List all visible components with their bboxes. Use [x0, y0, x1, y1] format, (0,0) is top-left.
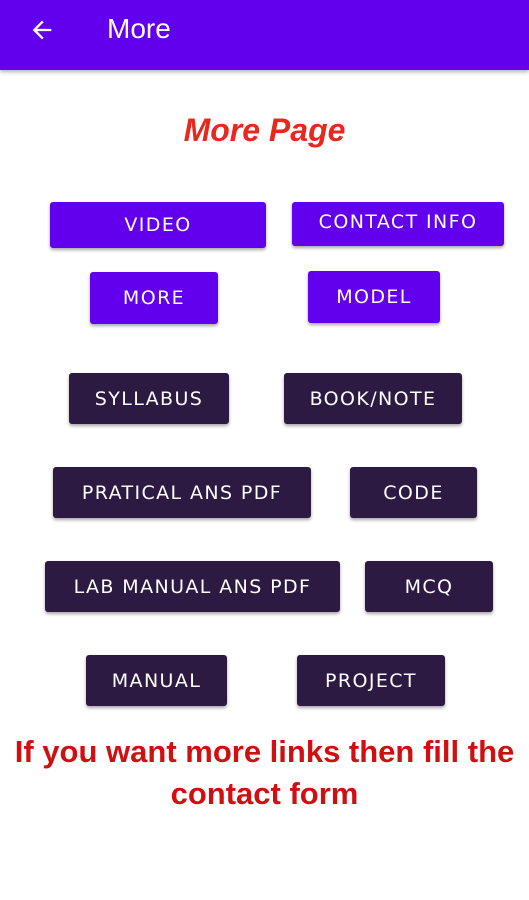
code-button[interactable]: CODE	[350, 467, 477, 518]
contact-info-button[interactable]: CONTACT INFO	[292, 202, 504, 246]
more-button[interactable]: MORE	[90, 272, 218, 324]
video-button[interactable]: VIDEO	[50, 202, 266, 248]
page-heading: More Page	[183, 112, 346, 148]
arrow-left-icon	[32, 20, 52, 40]
project-button[interactable]: PROJECT	[297, 655, 445, 706]
back-button[interactable]	[24, 12, 60, 48]
mcq-button[interactable]: MCQ	[365, 561, 493, 612]
model-button[interactable]: MODEL	[308, 271, 440, 323]
contact-form-note: If you want more links then fill the con…	[14, 734, 515, 811]
manual-button[interactable]: MANUAL	[86, 655, 227, 706]
book-note-button[interactable]: BOOK/NOTE	[284, 373, 462, 424]
lab-manual-ans-pdf-button[interactable]: LAB MANUAL ANS PDF	[45, 561, 340, 612]
syllabus-button[interactable]: SYLLABUS	[69, 373, 229, 424]
app-bar: More	[0, 0, 529, 70]
app-bar-title: More	[107, 13, 171, 44]
pratical-ans-pdf-button[interactable]: PRATICAL ANS PDF	[53, 467, 311, 518]
